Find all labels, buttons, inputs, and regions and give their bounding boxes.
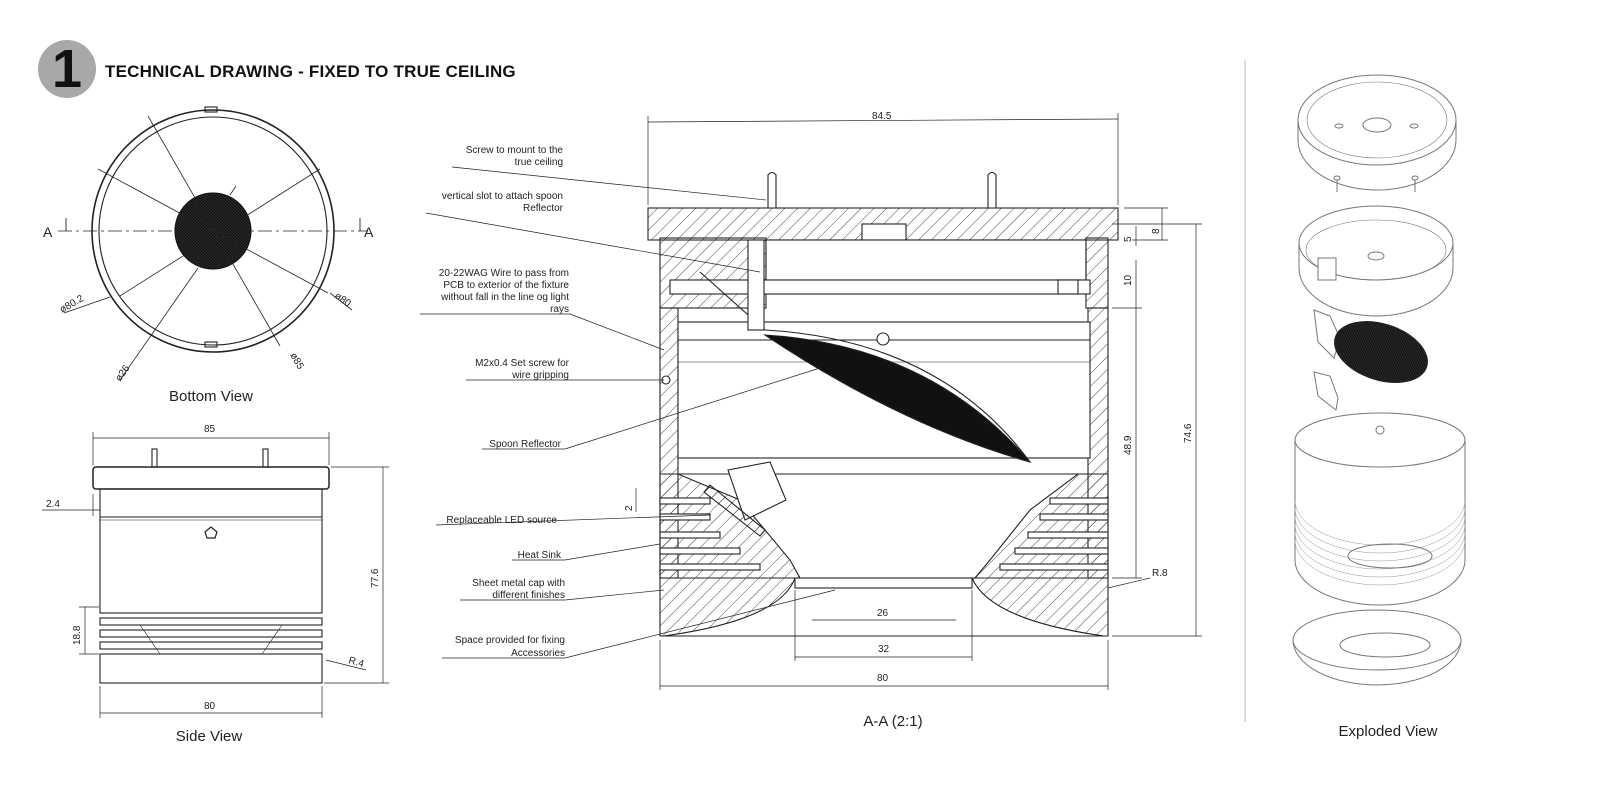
exploded-view	[1292, 74, 1466, 686]
callout-led: Replaceable LED source	[446, 515, 557, 526]
dim-84-5: 84.5	[872, 111, 892, 122]
dim-74-6: 74.6	[1183, 423, 1194, 443]
callout-reflector: Spoon Reflector	[489, 439, 561, 450]
dim-side-18-8: 18.8	[72, 625, 83, 645]
callout-wire-2: PCB to exterior of the fixture	[443, 280, 569, 291]
dim-side-r4: R.4	[347, 655, 365, 670]
sheet-number: 1	[51, 39, 83, 99]
caption-section-view: A-A (2:1)	[863, 713, 923, 730]
dim-48-9: 48.9	[1123, 435, 1134, 455]
callout-wire-4: rays	[550, 304, 569, 315]
callout-wire-1: 20-22WAG Wire to pass from	[439, 268, 569, 279]
dim-80: 80	[877, 673, 889, 684]
section-mark-right: A	[364, 224, 374, 240]
callout-space-2: Accessories	[511, 648, 565, 659]
callout-heatsink: Heat Sink	[518, 550, 562, 561]
dim-side-80: 80	[204, 701, 216, 712]
section-mark-left: A	[43, 224, 53, 240]
bottom-view	[58, 106, 368, 381]
sheet-number-badge	[38, 40, 96, 98]
section-callouts: Screw to mount to the true ceiling verti…	[439, 145, 570, 659]
callout-cap-2: different finishes	[492, 590, 565, 601]
callout-slot-1: vertical slot to attach spoon	[442, 191, 563, 202]
dim-d80: ø80	[332, 290, 353, 309]
callout-wire-3: without fall in the line og light	[440, 292, 569, 303]
dim-side-77-6: 77.6	[370, 568, 381, 588]
section-view	[420, 113, 1202, 690]
dim-side-2-4: 2.4	[46, 499, 60, 510]
dim-d85: ø85	[287, 351, 305, 372]
callout-setscrew-1: M2x0.4 Set screw for	[475, 358, 570, 369]
dim-5: 5	[1123, 236, 1134, 242]
dim-side-85: 85	[204, 424, 216, 435]
caption-bottom-view: Bottom View	[169, 388, 253, 405]
callout-screw-1: Screw to mount to the	[466, 145, 564, 156]
side-view	[42, 432, 389, 718]
dim-8: 8	[1151, 228, 1162, 234]
caption-exploded-view: Exploded View	[1338, 723, 1438, 740]
callout-screw-2: true ceiling	[515, 157, 563, 168]
dim-26: 26	[877, 608, 889, 619]
callout-slot-2: Reflector	[523, 203, 564, 214]
callout-cap-1: Sheet metal cap with	[472, 578, 565, 589]
callout-space-1: Space provided for fixing	[455, 635, 565, 646]
callout-setscrew-2: wire gripping	[511, 370, 569, 381]
dim-d80-2: ø80.2	[58, 293, 86, 316]
caption-side-view: Side View	[175, 728, 243, 745]
dim-r8: R.8	[1152, 568, 1168, 579]
dim-10: 10	[1123, 274, 1134, 286]
dim-2: 2	[624, 505, 635, 511]
page-title: TECHNICAL DRAWING - FIXED TO TRUE CEILIN…	[105, 62, 516, 81]
dim-32: 32	[878, 644, 890, 655]
